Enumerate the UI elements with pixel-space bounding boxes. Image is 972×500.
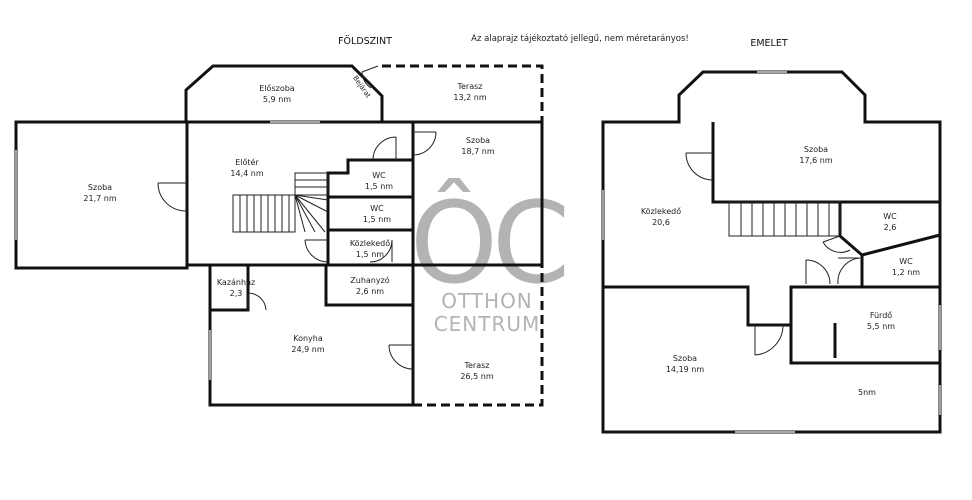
logo-line2: CENTRUM <box>434 312 541 336</box>
room-label: 5nm <box>858 388 876 397</box>
room-label: WC <box>370 204 384 213</box>
ground-floor-stairs <box>232 172 329 233</box>
room-label: Kazánház <box>217 278 255 287</box>
room-label: 5,9 nm <box>263 95 291 104</box>
room-label: Szoba <box>804 145 828 154</box>
upper-floor-walls <box>601 70 942 434</box>
room-label: 14,19 nm <box>666 365 705 374</box>
room-label: 2,3 <box>230 289 243 298</box>
room-label: Előszoba <box>259 84 295 93</box>
room-label: Előtér <box>235 157 259 167</box>
room-label: Közlekedő <box>641 207 681 216</box>
disclaimer-note: Az alaprajz tájékoztató jellegű, nem mér… <box>471 33 689 44</box>
room-label: 18,7 nm <box>461 147 494 156</box>
room-label: 26,5 nm <box>460 372 493 381</box>
room-label: 21,7 nm <box>83 194 116 203</box>
room-label: 2,6 <box>884 223 897 232</box>
room-label: 24,9 nm <box>291 345 324 354</box>
room-label: 1,5 nm <box>356 250 384 259</box>
room-label: WC <box>372 171 386 180</box>
room-label: 2,6 nm <box>356 287 384 296</box>
ground-floor-walls <box>14 64 544 407</box>
upper-floor-room-labels: Szoba 17,6 nm Közlekedő 20,6 WC 2,6 WC 1,2 n… <box>641 145 920 397</box>
room-label: Közlekedő <box>350 239 390 248</box>
room-label: WC <box>883 212 897 221</box>
room-label: WC <box>899 257 913 266</box>
room-label: Terasz <box>463 361 489 370</box>
ground-floor-doors <box>157 65 437 370</box>
upper-floor-doors <box>685 152 861 356</box>
room-label: Szoba <box>673 354 697 363</box>
room-label: Fürdő <box>870 311 892 320</box>
room-label: Szoba <box>88 183 112 192</box>
room-label: 17,6 nm <box>799 156 832 165</box>
room-label: 5,5 nm <box>867 322 895 331</box>
room-label: 1,2 nm <box>892 268 920 277</box>
room-label: 13,2 nm <box>453 93 486 102</box>
room-label: 1,5 nm <box>365 182 393 191</box>
logo-mark: ÔC <box>410 178 565 309</box>
ground-floor-room-labels: Előszoba 5,9 nm Terasz 13,2 nm Szoba 21,7 n… <box>83 82 494 381</box>
upper-floor-stairs <box>728 201 841 237</box>
room-label: Konyha <box>293 334 323 343</box>
room-label: Terasz <box>456 82 482 91</box>
upper-floor-heading: EMELET <box>750 38 787 49</box>
room-label: 1,5 nm <box>363 215 391 224</box>
otthon-centrum-logo: ÔC OTTHON CENTRUM <box>410 178 571 336</box>
room-label: 14,4 nm <box>230 169 263 178</box>
room-label: Szoba <box>466 136 490 145</box>
logo-line1: OTTHON <box>441 289 533 313</box>
ground-floor-heading: FÖLDSZINT <box>338 36 392 47</box>
room-label: 20,6 <box>652 218 670 227</box>
room-label: Zuhanyzó <box>350 275 390 285</box>
